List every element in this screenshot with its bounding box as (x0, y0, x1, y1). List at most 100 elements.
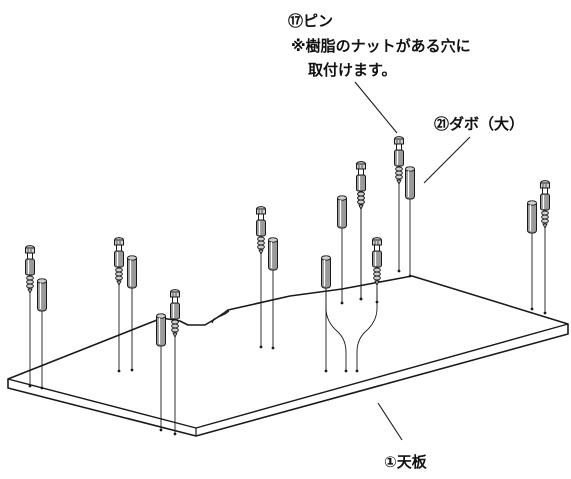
dowel-top (268, 237, 278, 243)
pin-thread (357, 199, 365, 205)
leader-lines (354, 81, 471, 441)
pin-thread (26, 275, 34, 281)
pin-barrel (256, 219, 266, 237)
pin-neck (396, 143, 402, 151)
pin-barrel (540, 193, 550, 211)
dowel (37, 278, 47, 312)
pin-thread (373, 267, 381, 273)
pin-thread (373, 271, 381, 277)
pin-tip (258, 249, 264, 256)
dowel (405, 166, 415, 200)
pin-tip (27, 288, 33, 295)
dowel-top (405, 166, 415, 172)
pin-thread (541, 218, 549, 224)
pin (114, 237, 124, 287)
dowel-top (337, 195, 347, 201)
pin-neck (542, 187, 548, 195)
pin-thread (541, 214, 549, 220)
dowel-body (527, 200, 537, 234)
pin-tip (542, 223, 548, 230)
dowel (268, 237, 278, 271)
pin-barrel (394, 149, 404, 167)
pin (25, 245, 35, 295)
pin-head (540, 182, 550, 189)
pin-barrel (25, 258, 35, 276)
pin-tip (396, 179, 402, 186)
board-leader-line (377, 402, 403, 441)
pin (356, 161, 366, 211)
pin-thread (373, 275, 381, 281)
pin-thread (357, 191, 365, 197)
pin-thread (26, 279, 34, 285)
dowel-top (156, 313, 166, 319)
hole-dot (117, 369, 121, 373)
dowel-top (127, 255, 137, 261)
hole-dot (259, 345, 263, 349)
pin-thread (357, 195, 365, 201)
top-board-label: ①天板 (384, 453, 428, 471)
dowel (337, 195, 347, 229)
hole-dot (530, 307, 534, 311)
dowel-body (405, 166, 415, 200)
dowel (127, 255, 137, 289)
pin-thread (395, 166, 403, 172)
pin-head (372, 239, 382, 246)
pin-neck (358, 168, 364, 176)
pin-head (256, 208, 266, 215)
hole-dot (40, 386, 44, 390)
dowel (156, 313, 166, 347)
pin-neck (374, 244, 380, 252)
pin-title-label: ⑰ピン (288, 12, 333, 30)
pin-thread (395, 170, 403, 176)
hole-dot (271, 346, 275, 350)
dowel-body (268, 237, 278, 271)
hole-dot (28, 384, 32, 388)
pin-note-line1: ※樹脂のナットがある穴に (291, 37, 471, 55)
pin (170, 289, 180, 339)
pin-tip (358, 204, 364, 211)
dowel (527, 200, 537, 234)
hole-dot (324, 369, 328, 373)
dowel-label: ㉑ダボ（大） (434, 115, 524, 133)
dowel-body (127, 255, 137, 289)
hole-dot (408, 274, 412, 278)
pin-thread (115, 267, 123, 273)
hardware-group (25, 136, 550, 436)
top-board-face (7, 275, 569, 437)
pin-barrel (356, 174, 366, 192)
dowel-top (321, 255, 331, 261)
pin-head (114, 239, 124, 246)
pin-head (356, 163, 366, 170)
pin-tip (374, 280, 380, 287)
pin-thread (171, 319, 179, 325)
pin-note-line2: 取付けます。 (308, 61, 397, 79)
pin (540, 180, 550, 230)
dowel-leader-line (423, 136, 471, 184)
pin-barrel (114, 250, 124, 268)
dowel (321, 255, 331, 289)
pin-thread (171, 323, 179, 329)
top-board (7, 275, 569, 437)
pin-thread (115, 271, 123, 277)
pin-thread (26, 283, 34, 289)
pin-thread (395, 174, 403, 180)
hole-dot (355, 369, 359, 373)
pin-tip (172, 332, 178, 339)
hole-dot (397, 269, 401, 273)
dowel-body (337, 195, 347, 229)
pin-thread (171, 327, 179, 333)
dowel-body (321, 255, 331, 289)
pin-leader-line (354, 81, 398, 134)
pin-neck (258, 213, 264, 221)
dowel-top (37, 278, 47, 284)
hole-dot (130, 368, 134, 372)
fork-guide-right (356, 287, 378, 371)
pin-barrel (372, 250, 382, 268)
pin-head (394, 138, 404, 145)
pin (256, 206, 266, 256)
pin-barrel (170, 302, 180, 320)
pin-neck (172, 296, 178, 304)
hole-dot (344, 369, 348, 373)
